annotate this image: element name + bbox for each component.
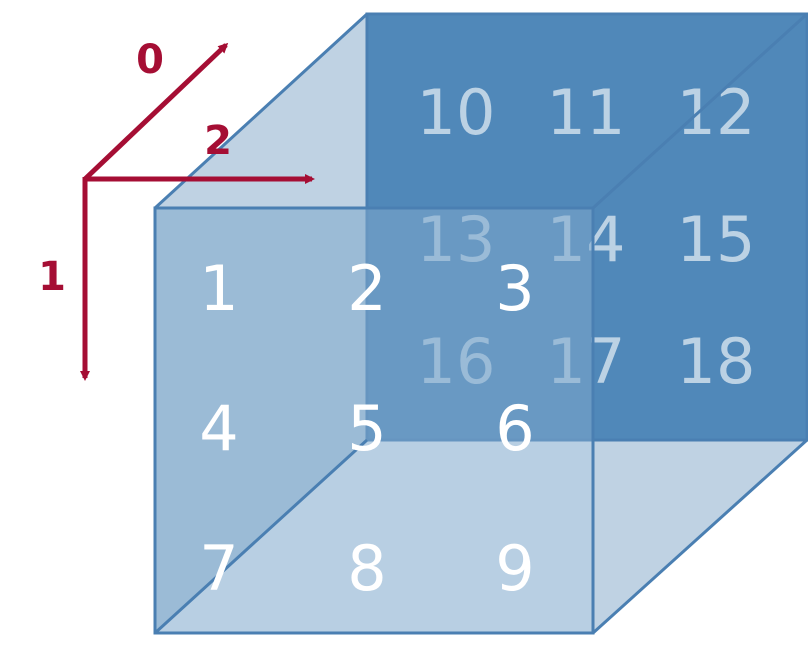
cell-12: 12 <box>677 76 756 149</box>
cell-7: 7 <box>199 532 238 605</box>
edge-bottom-left <box>153 438 369 635</box>
cell-10: 10 <box>417 76 496 149</box>
front-face-numbers: 1 2 3 4 5 6 7 8 9 <box>199 252 534 605</box>
cell-11: 11 <box>547 76 626 149</box>
axis-1-label: 1 <box>38 254 66 300</box>
cell-3: 3 <box>495 252 534 325</box>
axis-2-label: 2 <box>204 118 232 164</box>
cell-4: 4 <box>199 392 238 465</box>
cell-5: 5 <box>347 392 386 465</box>
axes <box>80 42 315 381</box>
cell-18: 18 <box>677 325 756 398</box>
cell-2: 2 <box>347 252 386 325</box>
edge-top-left <box>153 12 369 210</box>
edge-top-right <box>591 12 808 210</box>
edge-bottom-right <box>591 438 808 635</box>
axis-0-arrow <box>83 42 229 181</box>
cell-9: 9 <box>495 532 534 605</box>
axis-0-label: 0 <box>136 37 164 83</box>
cell-6: 6 <box>495 392 534 465</box>
cell-1: 1 <box>199 252 238 325</box>
cell-8: 8 <box>347 532 386 605</box>
front-face <box>153 206 595 635</box>
cell-15: 15 <box>677 203 756 276</box>
cube-depth-edges <box>153 12 808 635</box>
